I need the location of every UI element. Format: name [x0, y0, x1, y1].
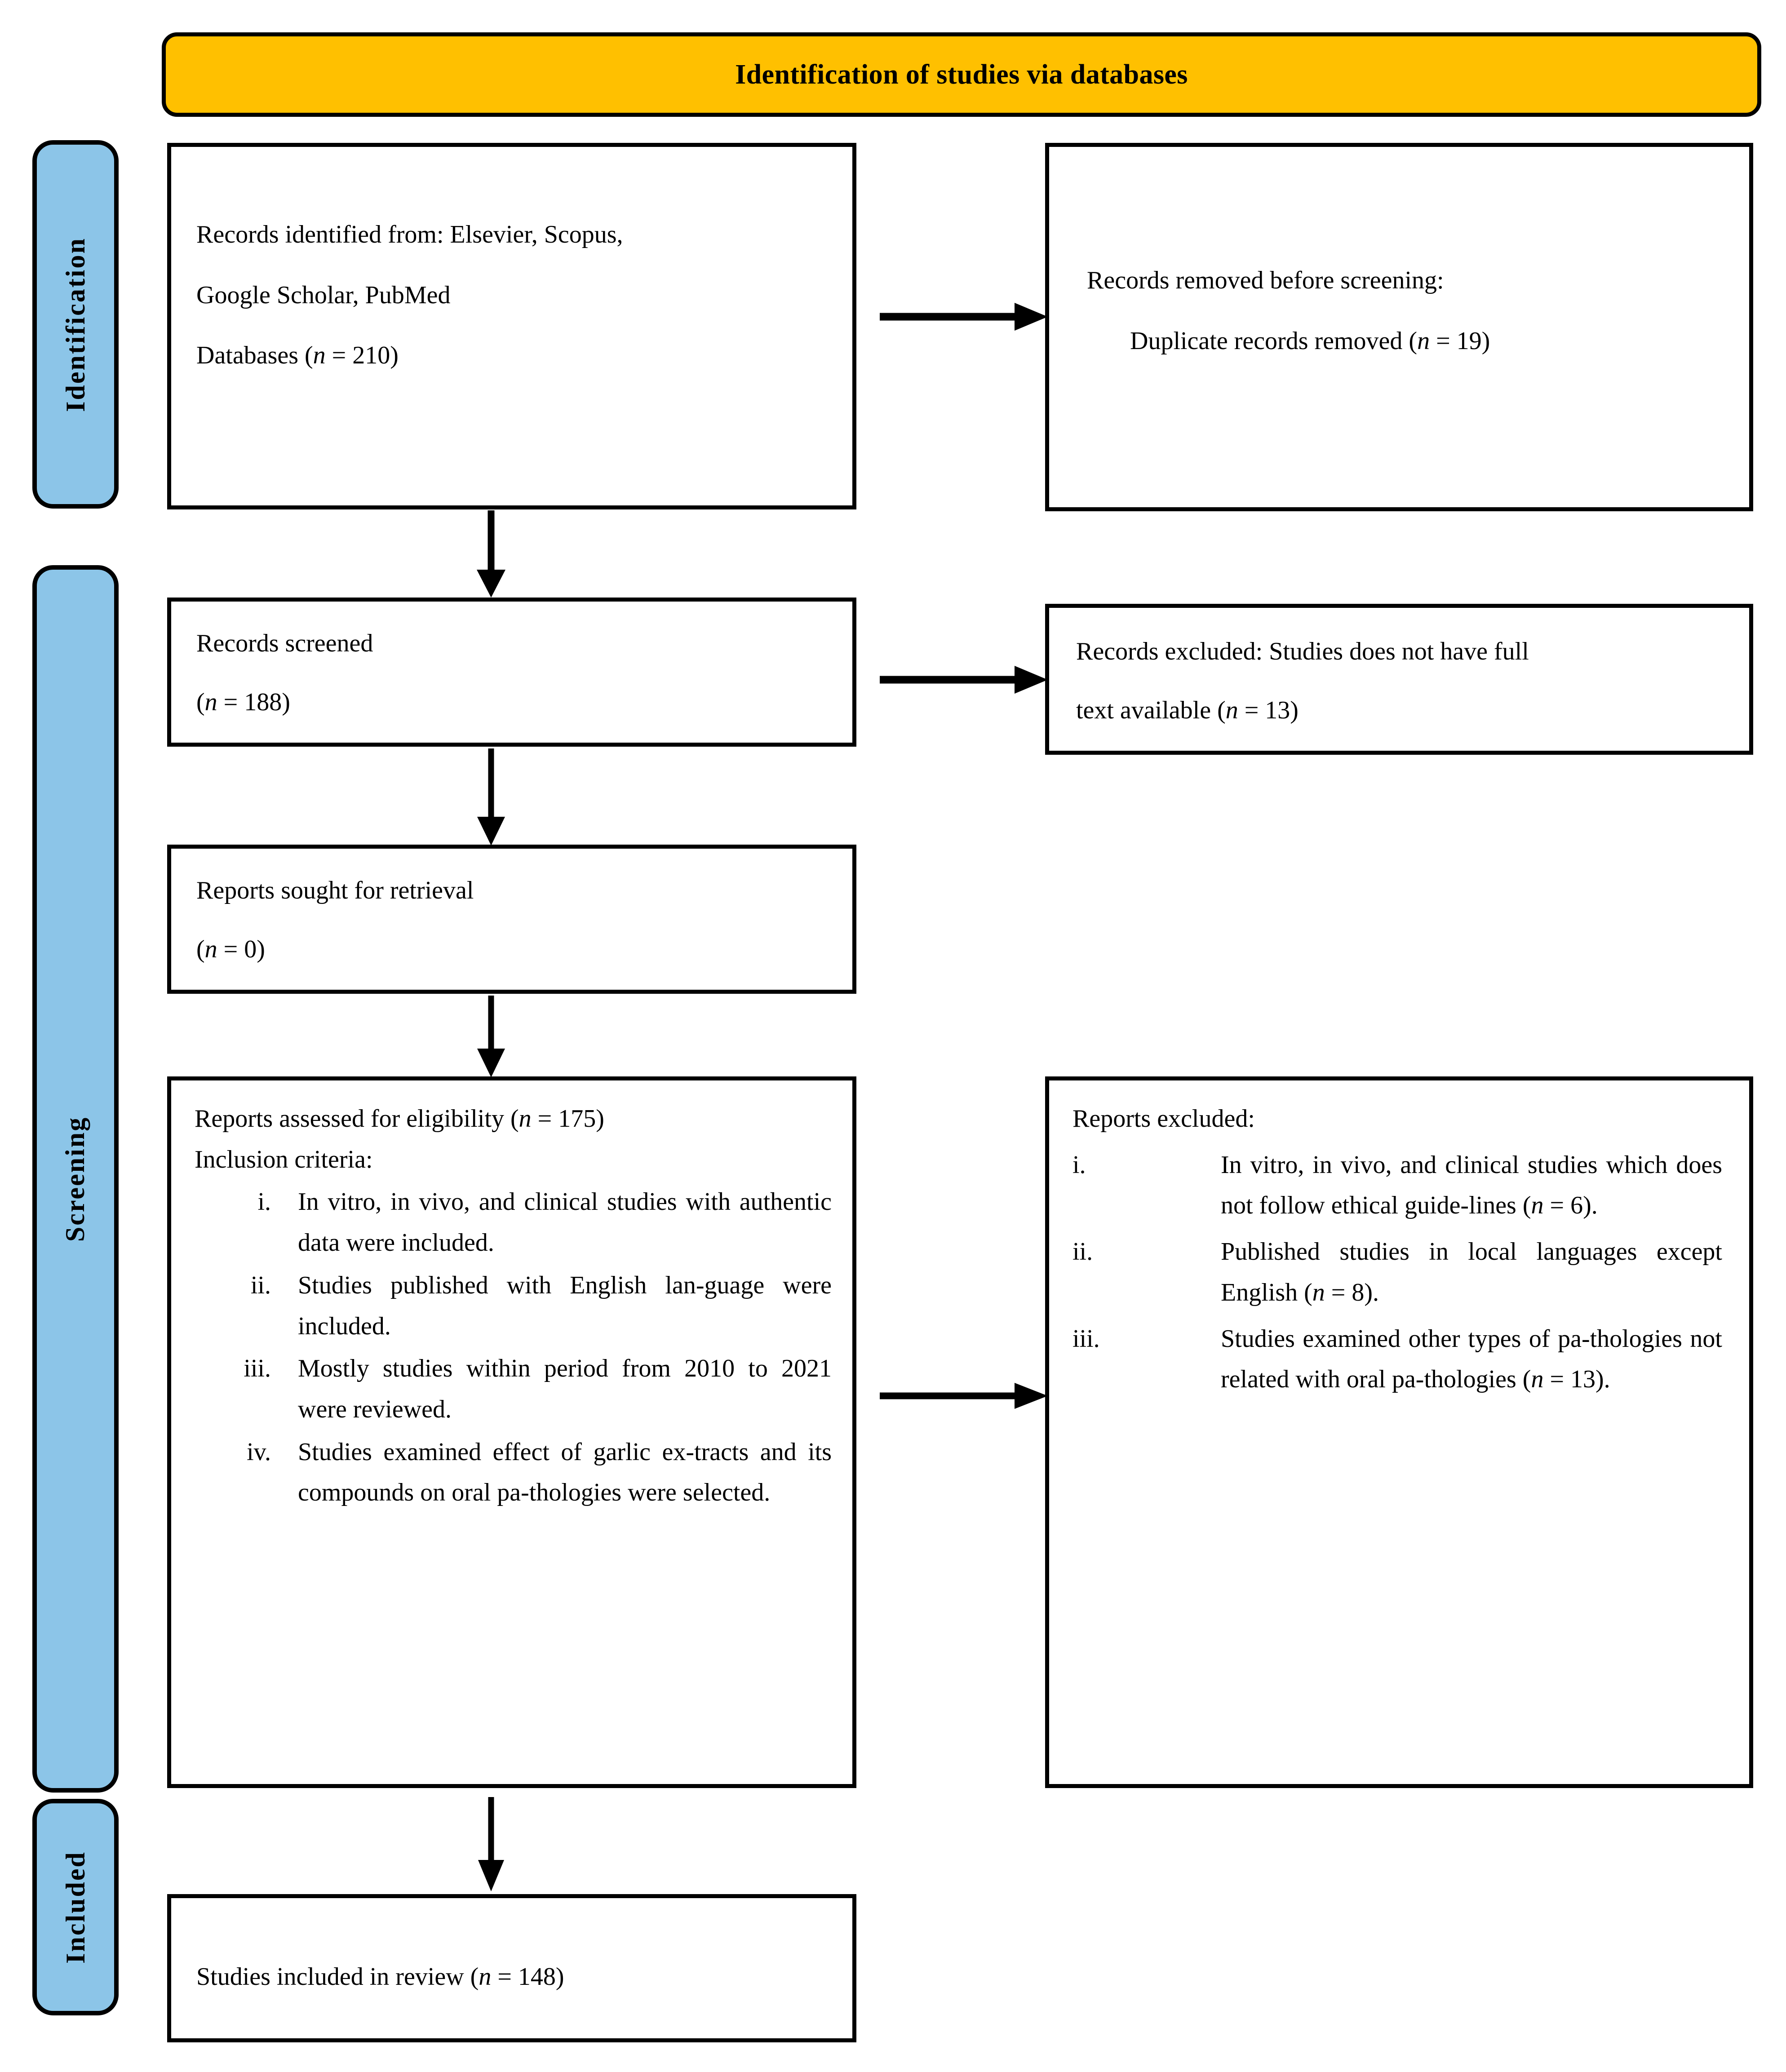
inclusion-criterion-item: i. In vitro, in vivo, and clinical studi… — [195, 1182, 832, 1263]
exclusion-criterion-n-symbol: n — [1531, 1191, 1544, 1220]
records-excluded-line2: text available (n = 13) — [1076, 690, 1724, 731]
inclusion-criterion-number: i. — [257, 1188, 271, 1216]
exclusion-criterion-text-a: Studies examined other types of pa-tholo… — [1221, 1324, 1722, 1394]
stage-label-identification: Identification — [32, 140, 119, 509]
records-identified-line2: Google Scholar, PubMed — [196, 281, 451, 309]
records-identified-n-symbol: n — [313, 341, 326, 370]
exclusion-criterion-item: iii. Studies examined other types of pa-… — [1072, 1319, 1722, 1400]
exclusion-criterion-n-value: = 8). — [1325, 1278, 1379, 1306]
box-records-identified: Records identified from: Elsevier, Scopu… — [167, 143, 856, 509]
records-excluded-line1: Records excluded: Studies does not have … — [1076, 638, 1529, 665]
arrow-identified-to-removed — [880, 297, 1050, 337]
exclusion-criterion-number: ii. — [1072, 1238, 1093, 1266]
records-identified-line1: Records identified from: Elsevier, Scopu… — [196, 221, 623, 248]
box-records-screened: Records screened (n = 188) — [167, 598, 856, 747]
exclusion-criterion-text: Studies examined other types of pa-tholo… — [1221, 1319, 1722, 1400]
reports-excluded-heading: Reports excluded: — [1072, 1105, 1255, 1133]
exclusion-criterion-text-a: Published studies in local languages exc… — [1221, 1238, 1722, 1306]
banner-title: Identification of studies via databases — [735, 59, 1188, 90]
exclusion-criterion-number: i. — [1072, 1151, 1086, 1179]
eligibility-n-symbol: n — [519, 1105, 532, 1133]
duplicate-removed-prefix: Duplicate records removed ( — [1130, 327, 1418, 355]
exclusion-criterion-text-a: In vitro, in vivo, and clinical studies … — [1221, 1151, 1722, 1220]
exclusion-criterion-text: In vitro, in vivo, and clinical studies … — [1221, 1145, 1722, 1226]
arrow-screened-to-excluded — [880, 660, 1050, 700]
records-screened-n-prefix: ( — [196, 688, 205, 716]
identification-banner: Identification of studies via databases — [162, 32, 1761, 117]
records-identified-line3: Databases (n = 210) — [196, 335, 827, 376]
eligibility-heading: Reports assessed for eligibility (n = 17… — [195, 1098, 832, 1139]
studies-included-n-symbol: n — [479, 1963, 492, 1991]
records-screened-n-symbol: n — [204, 688, 217, 716]
records-screened-n-value: = 188) — [217, 688, 290, 716]
reports-sought-line1: Reports sought for retrieval — [196, 877, 474, 904]
studies-included-line1: Studies included in review (n = 148) — [196, 1957, 827, 1997]
exclusion-criterion-number: iii. — [1072, 1324, 1100, 1353]
stage-label-included: Included — [32, 1799, 119, 2015]
exclusion-criterion-n-symbol: n — [1531, 1365, 1544, 1394]
records-screened-line1: Records screened — [196, 629, 373, 657]
records-excluded-n-symbol: n — [1225, 696, 1238, 724]
exclusion-criterion-item: ii. Published studies in local languages… — [1072, 1231, 1722, 1313]
inclusion-criterion-text: Mostly studies within period from 2010 t… — [298, 1355, 832, 1424]
box-reports-assessed-eligibility: Reports assessed for eligibility (n = 17… — [167, 1076, 856, 1788]
stage-label-screening: Screening — [32, 565, 119, 1793]
reports-sought-n-value: = 0) — [217, 935, 265, 963]
arrow-screened-to-sought — [471, 748, 511, 846]
inclusion-criterion-item: ii. Studies published with English lan-g… — [195, 1265, 832, 1346]
exclusion-criterion-text: Published studies in local languages exc… — [1221, 1231, 1722, 1313]
box-records-removed: Records removed before screening: Duplic… — [1045, 143, 1753, 511]
duplicate-removed-n-value: = 19) — [1430, 327, 1490, 355]
exclusion-criterion-n-value: = 13). — [1543, 1365, 1610, 1394]
inclusion-criterion-text: Studies published with English lan-guage… — [298, 1271, 832, 1340]
exclusion-criterion-n-symbol: n — [1312, 1278, 1325, 1306]
box-reports-excluded: Reports excluded: i. In vitro, in vivo, … — [1045, 1076, 1753, 1788]
records-removed-line1: Records removed before screening: — [1087, 266, 1444, 294]
eligibility-subheading: Inclusion criteria: — [195, 1145, 373, 1173]
duplicate-removed-n-symbol: n — [1417, 327, 1430, 355]
inclusion-criterion-item: iii. Mostly studies within period from 2… — [195, 1348, 832, 1430]
inclusion-criterion-text: In vitro, in vivo, and clinical studies … — [298, 1188, 832, 1257]
arrow-eligibility-to-included — [471, 1797, 511, 1892]
box-studies-included: Studies included in review (n = 148) — [167, 1894, 856, 2042]
studies-included-n-value: = 148) — [491, 1963, 564, 1991]
inclusion-criterion-text: Studies examined effect of garlic ex-tra… — [298, 1438, 832, 1507]
reports-sought-n-prefix: ( — [196, 935, 205, 963]
inclusion-criterion-number: iii. — [244, 1355, 271, 1383]
records-identified-n-prefix: Databases ( — [196, 341, 313, 370]
records-identified-n-value: = 210) — [325, 341, 399, 370]
reports-sought-line2: (n = 0) — [196, 929, 827, 970]
arrow-eligibility-to-excluded — [880, 1376, 1050, 1416]
eligibility-n-value: = 175) — [531, 1105, 604, 1133]
records-screened-line2: (n = 188) — [196, 682, 827, 723]
inclusion-criterion-number: iv. — [247, 1438, 271, 1466]
stage-label-included-text: Included — [60, 1851, 90, 1964]
stage-label-screening-text: Screening — [60, 1116, 90, 1242]
stage-label-identification-text: Identification — [60, 237, 90, 412]
arrow-sought-to-eligibility — [471, 996, 511, 1078]
box-records-excluded-screening: Records excluded: Studies does not have … — [1045, 604, 1753, 755]
inclusion-criterion-number: ii. — [250, 1271, 271, 1299]
arrow-identified-to-screened — [471, 510, 511, 598]
box-reports-sought: Reports sought for retrieval (n = 0) — [167, 845, 856, 994]
exclusion-criterion-item: i. In vitro, in vivo, and clinical studi… — [1072, 1145, 1722, 1226]
records-excluded-n-prefix: text available ( — [1076, 696, 1226, 724]
eligibility-heading-prefix: Reports assessed for eligibility ( — [195, 1105, 519, 1133]
records-removed-line2: Duplicate records removed (n = 19) — [1087, 321, 1724, 362]
studies-included-prefix: Studies included in review ( — [196, 1963, 479, 1991]
reports-sought-n-symbol: n — [204, 935, 217, 963]
records-excluded-n-value: = 13) — [1238, 696, 1299, 724]
exclusion-criterion-n-value: = 6). — [1543, 1191, 1598, 1220]
inclusion-criterion-item: iv. Studies examined effect of garlic ex… — [195, 1432, 832, 1513]
